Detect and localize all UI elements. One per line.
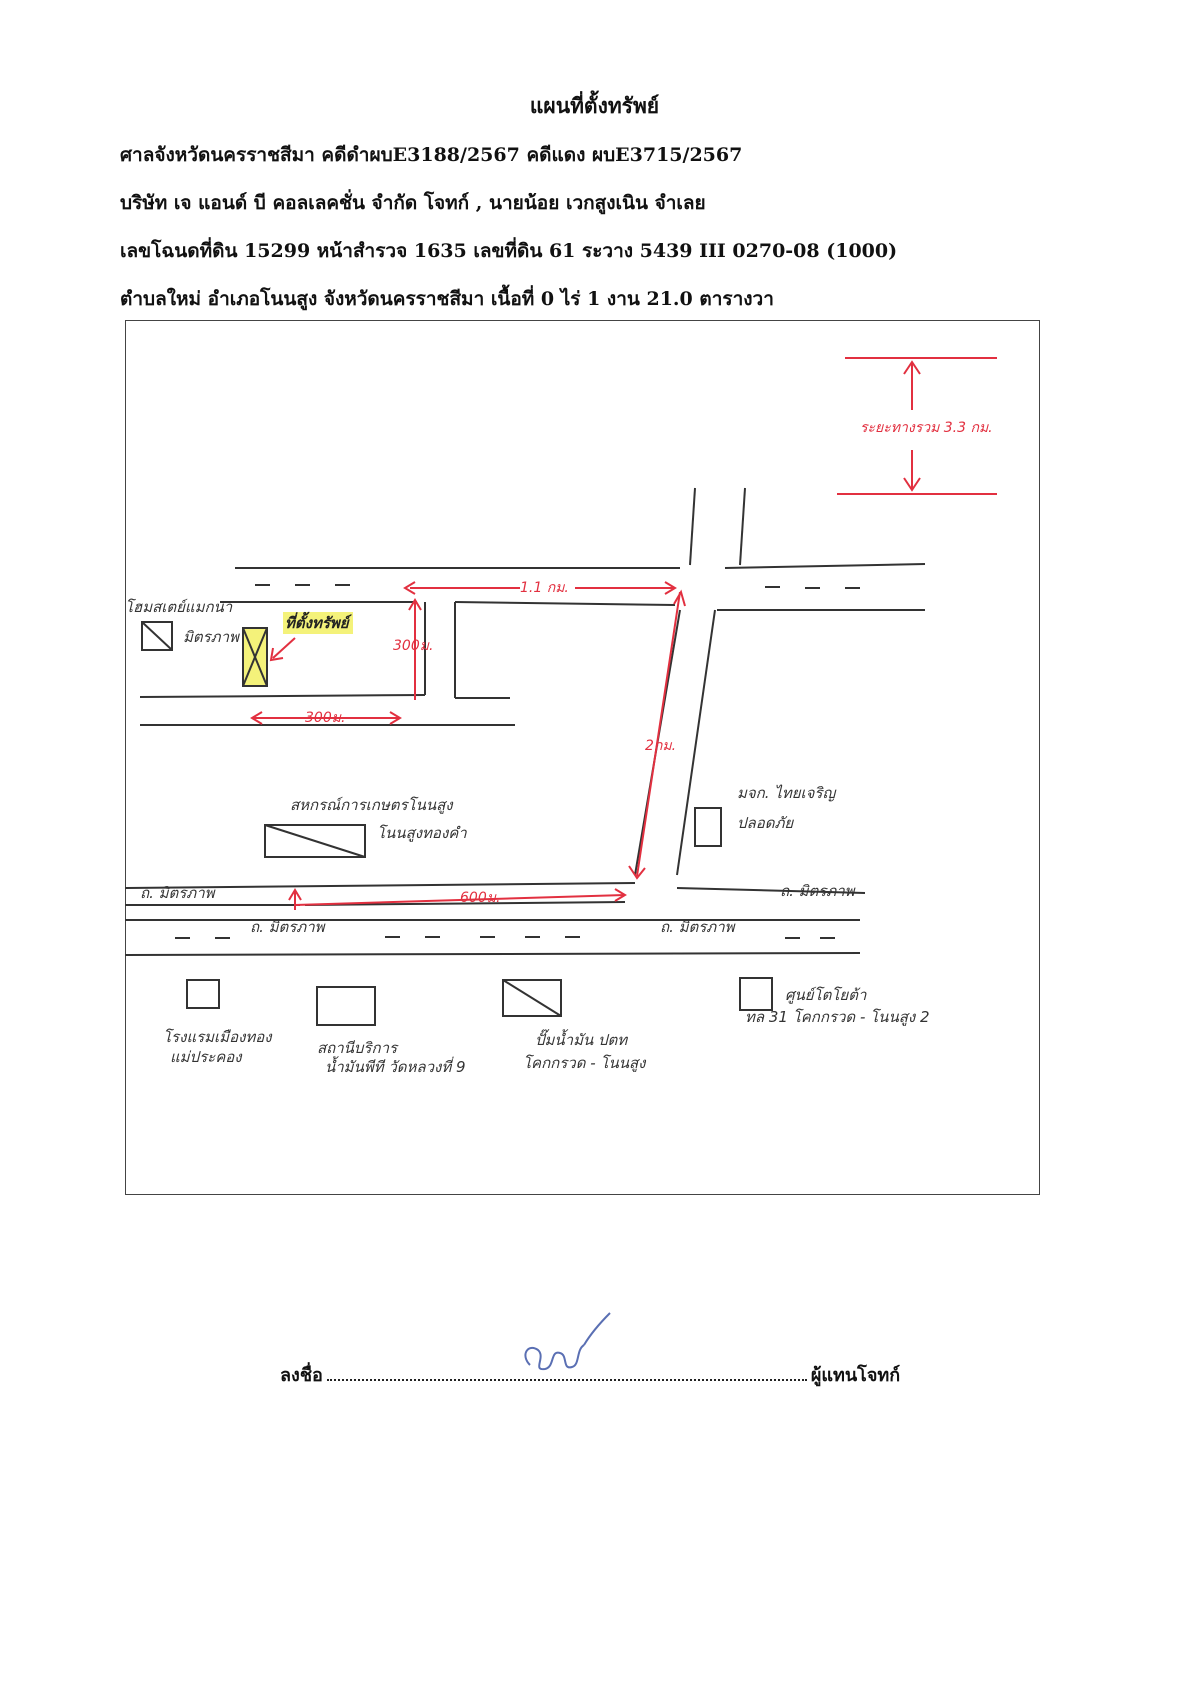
distance-4: 300ม.: [393, 638, 433, 654]
bottom-place-4: ศูนย์โตโยต้า: [785, 986, 867, 1004]
bottom-box-1: [186, 979, 220, 1009]
bottom-place-1b: แม่ประคอง: [170, 1048, 243, 1066]
scale-bar: ระยะทางรวม 3.3 กม.: [837, 357, 997, 495]
signature-row: ลงชื่อ ผู้แทนโจทก์: [280, 1360, 900, 1389]
resort-box: [141, 621, 173, 651]
bottom-place-2b: น้ำมันพีที วัดหลวงที่ 9: [325, 1056, 466, 1076]
bottom-place-3b: โคกกรวด - โนนสูง: [523, 1054, 647, 1072]
distance-1: 1.1 กม.: [520, 580, 569, 596]
distance-5: 300ม.: [305, 710, 345, 726]
document-title: แผนที่ตั้งทรัพย์: [529, 93, 660, 118]
signature-line: [326, 1365, 807, 1381]
place-hospital2: โนนสูงทองคำ: [377, 824, 467, 842]
bottom-place-3: ปั๊มน้ำมัน ปตท: [535, 1029, 628, 1049]
place-resort: โฮมสเตย์แมกนา: [125, 598, 233, 616]
bottom-place-4b: ทล 31 โคกกรวด - โนนสูง 2: [745, 1008, 929, 1026]
side-soi: [139, 602, 515, 726]
property-marker: ที่ตั้งทรัพย์: [242, 611, 353, 687]
upper-road: [220, 563, 926, 611]
target-label: ที่ตั้งทรัพย์: [285, 611, 353, 632]
handwritten-signature: [524, 1312, 611, 1371]
road-label-left: ถ. มิตรภาพ: [140, 884, 216, 902]
place-school: มจก. ไทยเจริญ: [737, 784, 836, 802]
location-map: ระยะทางรวม 3.3 กม.: [125, 357, 997, 1076]
map-frame: [125, 320, 1040, 1195]
court-case-line: ศาลจังหวัดนครราชสีมา คดีดำผบE3188/2567 ค…: [120, 144, 743, 166]
scale-label: ระยะทางรวม 3.3 กม.: [860, 420, 993, 436]
hospital-box: [264, 824, 366, 858]
school-box: [694, 807, 722, 847]
place-resort2: มิตรภาพ: [183, 628, 240, 646]
distance-2: 2กม.: [645, 738, 676, 754]
road-label-right: ถ. มิตรภาพ: [780, 882, 856, 900]
bottom-box-3: [502, 979, 562, 1017]
bottom-box-2: [316, 986, 376, 1026]
road-label-mid2: ถ. มิตรภาพ: [660, 918, 736, 936]
bottom-box-4: [739, 977, 773, 1011]
bottom-place-2: สถานีบริการ: [317, 1039, 399, 1057]
place-hospital: สหกรณ์การเกษตรโนนสูง: [290, 796, 454, 814]
vertical-road: [634, 487, 746, 876]
road-label-mid: ถ. มิตรภาพ: [250, 918, 326, 936]
location-line: ตำบลใหม่ อำเภอโนนสูง จังหวัดนครราชสีมา เ…: [120, 288, 774, 310]
distance-3: 600ม.: [460, 890, 500, 906]
parties-line: บริษัท เจ แอนด์ บี คอลเลคชั่น จำกัด โจทก…: [120, 192, 706, 214]
place-school2: ปลอดภัย: [737, 814, 794, 832]
bottom-place-1: โรงแรมเมืองทอง: [163, 1028, 273, 1046]
main-highway: [125, 882, 866, 956]
route-arrows: [250, 581, 686, 910]
sign-label: ลงชื่อ: [280, 1365, 323, 1386]
deed-line: เลขโฉนดที่ดิน 15299 หน้าสำรวจ 1635 เลขที…: [120, 240, 898, 262]
signer-role: ผู้แทนโจทก์: [810, 1365, 901, 1386]
